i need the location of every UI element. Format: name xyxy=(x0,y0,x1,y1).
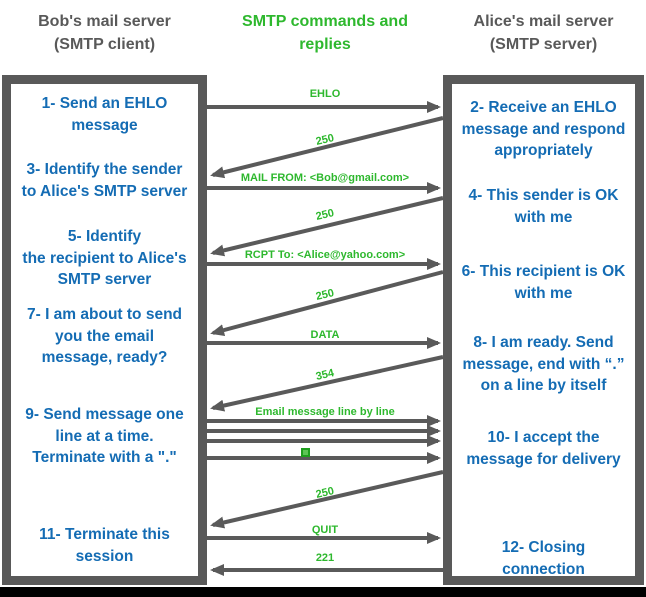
label-email-line: Email message line by line xyxy=(255,406,395,418)
terminating-dot-icon xyxy=(301,448,310,457)
message-arrows xyxy=(207,101,444,576)
arrow-250-3 xyxy=(210,270,444,336)
bottom-bar xyxy=(0,587,646,597)
arrow-250-2 xyxy=(210,196,444,257)
server-step-2: 2- Receive an EHLO message and respond a… xyxy=(461,99,626,159)
client-step-11: 11- Terminate this session xyxy=(39,526,170,565)
client-step-9: 9- Send message one line at a time. Term… xyxy=(25,406,184,466)
commands-header: SMTP commands and replies xyxy=(242,13,408,53)
server-header: Alice's mail server (SMTP server) xyxy=(473,13,614,53)
client-step-1: 1- Send an EHLO message xyxy=(41,95,168,134)
client-step-3: 3- Identify the sender to Alice's SMTP s… xyxy=(21,161,188,200)
client-box: 1- Send an EHLO message 3- Identify the … xyxy=(2,75,207,585)
arrow-250-1 xyxy=(210,116,444,179)
arrow-354 xyxy=(210,355,444,412)
server-step-8: 8- I am ready. Send message, end with “.… xyxy=(462,334,625,394)
server-step-10: 10- I accept the message for delivery xyxy=(466,429,621,468)
client-header: Bob's mail server (SMTP client) xyxy=(38,13,171,53)
arrow-250-4 xyxy=(210,470,444,529)
server-step-6: 6- This recipient is OK with me xyxy=(461,263,626,302)
label-mail-from: MAIL FROM: <Bob@gmail.com> xyxy=(240,172,410,184)
server-box: 2- Receive an EHLO message and respond a… xyxy=(443,75,644,585)
label-data: DATA xyxy=(310,329,340,341)
client-step-5: 5- Identify the recipient to Alice's SMT… xyxy=(22,228,187,288)
label-221: 221 xyxy=(315,552,335,564)
server-step-12: 12- Closing connection xyxy=(501,539,586,578)
client-step-7: 7- I am about to send you the email mess… xyxy=(26,306,182,366)
label-rcpt-to: RCPT To: <Alice@yahoo.com> xyxy=(244,249,406,261)
label-quit: QUIT xyxy=(311,524,339,536)
label-ehlo: EHLO xyxy=(309,88,341,100)
server-step-4: 4- This sender is OK with me xyxy=(468,187,619,226)
